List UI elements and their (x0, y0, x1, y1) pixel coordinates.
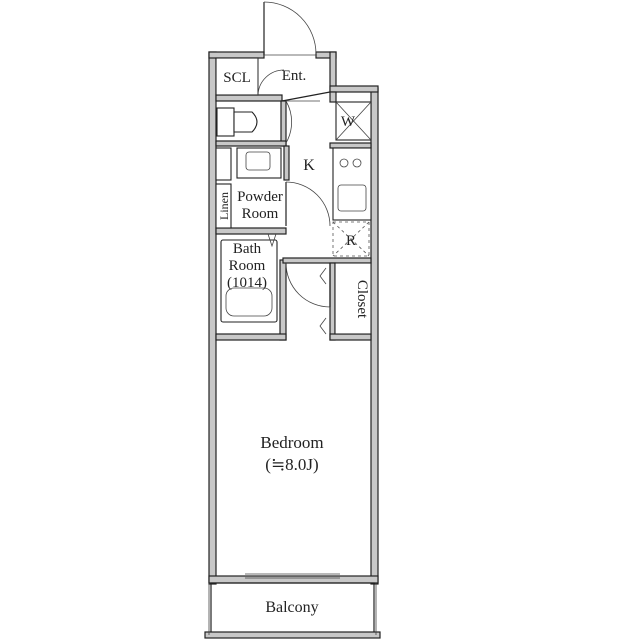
label-powder-room-2: Room (242, 206, 279, 222)
label-refrigerator: R (346, 233, 356, 249)
wall-toilet-right (280, 100, 287, 147)
wall-bedroom-top-right (329, 333, 372, 341)
label-kitchen: K (303, 157, 315, 174)
wall-closet-top (282, 257, 372, 264)
linen-cabinet (215, 147, 232, 229)
refrigerator-space (332, 221, 370, 257)
label-bath-2: Room (229, 258, 266, 274)
toilet (216, 107, 258, 137)
label-balcony: Balcony (265, 599, 318, 616)
balcony-rail (204, 631, 381, 639)
interior-walls (215, 91, 372, 341)
label-scl: SCL (223, 70, 251, 86)
label-bedroom-1: Bedroom (260, 433, 323, 452)
washer-space (335, 101, 372, 141)
wall-right (370, 87, 379, 585)
wall-top-step (329, 85, 379, 93)
wall-closet-left (329, 262, 336, 341)
balcony (204, 582, 381, 639)
label-bath-1: Bath (233, 241, 262, 257)
label-bedroom-2: (≒8.0J) (265, 455, 318, 474)
label-powder-room-1: Powder (237, 189, 283, 205)
label-linen: Linen (217, 192, 231, 220)
entrance-door (263, 1, 317, 56)
wall-powder-right (283, 145, 290, 181)
kitchen-counter (332, 147, 372, 221)
label-washer: W (341, 114, 356, 130)
closet-door (319, 262, 372, 335)
wall-washer-bottom (329, 142, 372, 149)
label-entrance: Ent. (282, 68, 307, 84)
wall-bedroom-top-left (215, 333, 287, 341)
bathtub (220, 239, 278, 323)
scl-cupboard (215, 57, 259, 96)
wall-left (208, 51, 217, 585)
label-closet: Closet (354, 280, 370, 319)
wall-top-left (208, 51, 265, 59)
label-bath-3: (1014) (227, 275, 267, 291)
wall-bottom (208, 575, 379, 584)
wall-bath-top (215, 227, 287, 235)
wall-toilet-bottom (215, 140, 287, 147)
wall-entry-bottom (215, 94, 283, 102)
wall-kitchen-top (329, 91, 337, 103)
wall-bath-right (279, 259, 287, 341)
vanity (236, 147, 282, 179)
